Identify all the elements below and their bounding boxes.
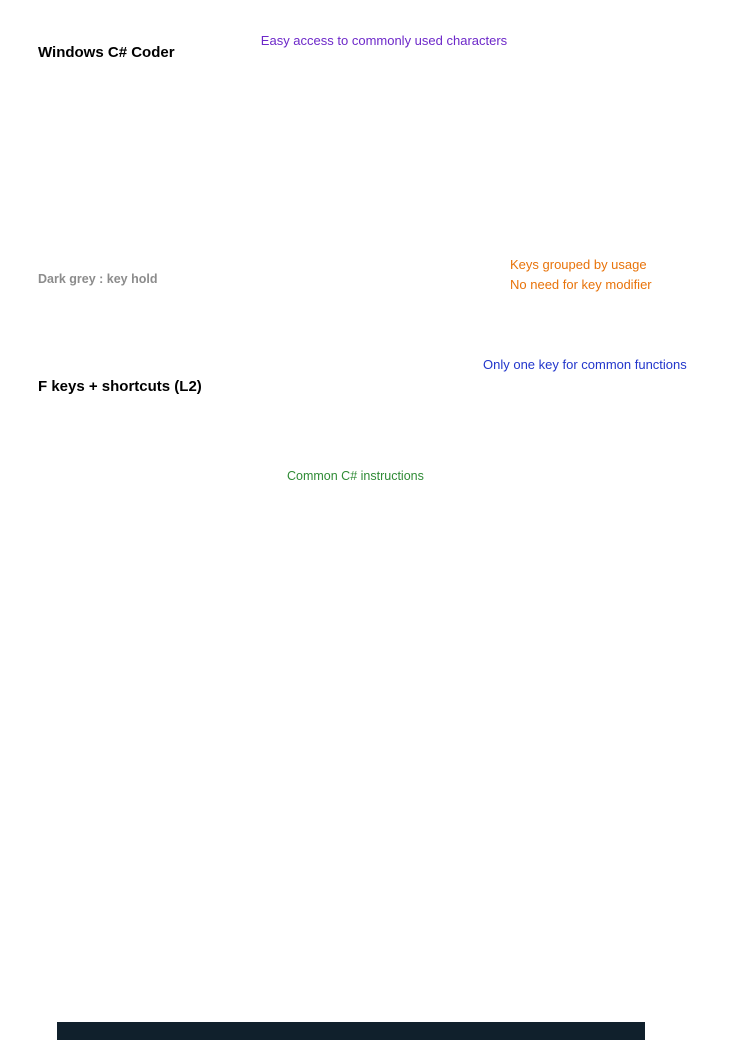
annotation-easy-access: Easy access to commonly used characters xyxy=(260,33,508,48)
layer1-title: Windows C# Coder xyxy=(38,44,175,61)
annotation-no-modifier: No need for key modifier xyxy=(510,277,652,292)
legend-key-hold: Dark grey : key hold xyxy=(38,272,158,286)
layer2-title: F keys + shortcuts (L2) xyxy=(38,378,202,395)
bottom-dark-bar xyxy=(57,1022,645,1040)
annotation-one-key-common-functions: Only one key for common functions xyxy=(483,357,687,372)
annotation-common-csharp-instructions: Common C# instructions xyxy=(287,469,424,483)
annotation-grouped-usage: Keys grouped by usage xyxy=(510,257,647,272)
